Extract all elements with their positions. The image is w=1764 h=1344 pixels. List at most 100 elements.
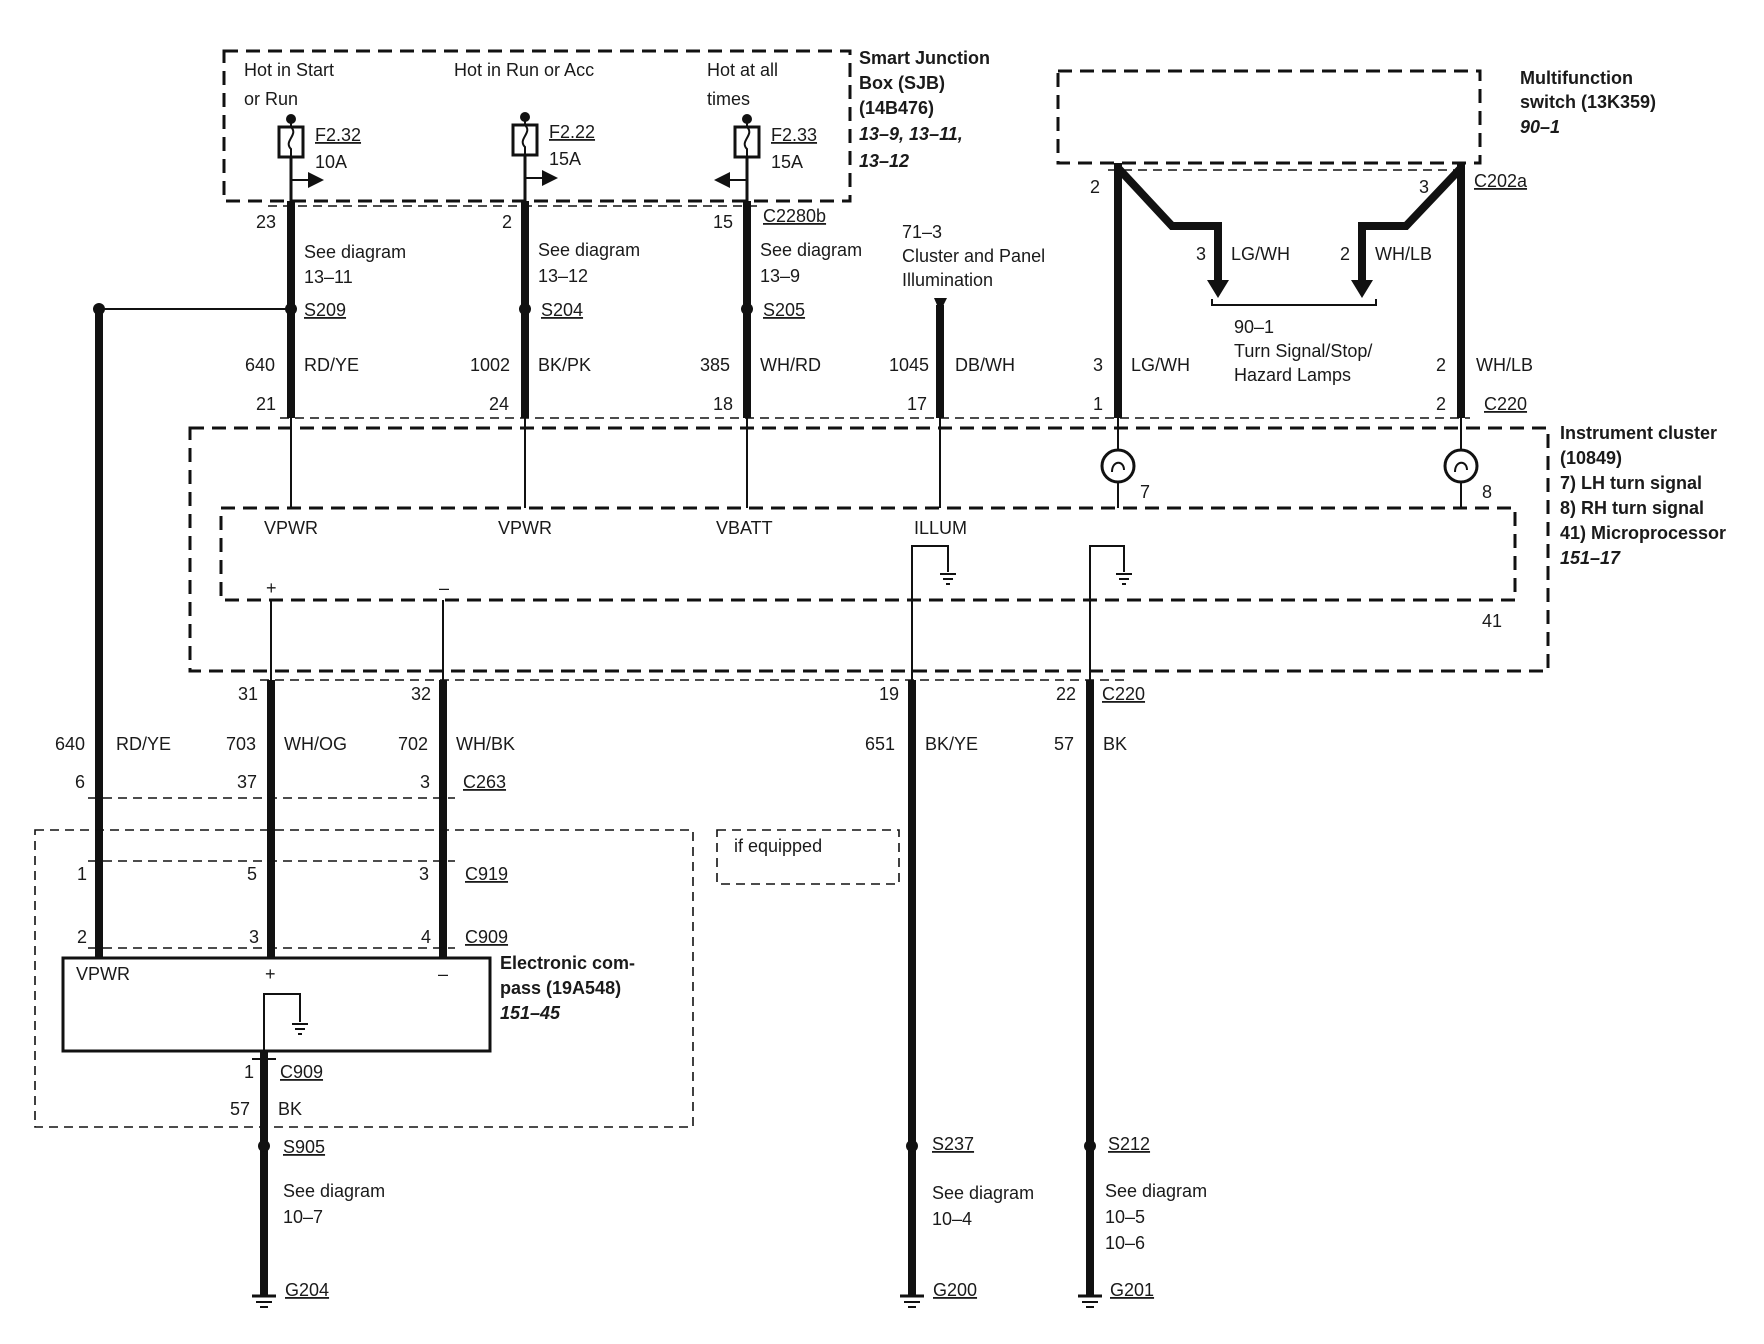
- ground-right-see-ref-2: 10–6: [1105, 1233, 1145, 1253]
- wire2-pin-top: 2: [502, 212, 512, 232]
- c919-pin-3: 3: [419, 864, 429, 884]
- c909-label: C909: [465, 927, 508, 947]
- upper-wire-3: 15 See diagram 13–9 S205 385 WH/RD 18: [700, 201, 862, 418]
- ground-right-see: See diagram: [1105, 1181, 1207, 1201]
- illum-circuit: 1045: [889, 355, 929, 375]
- rh-turn-wire: 2 WH/LB 2 WH/LB 2: [1340, 163, 1533, 418]
- c263-label: C263: [463, 772, 506, 792]
- illum-pin-bottom: 17: [907, 394, 927, 414]
- if-equipped-label: if equipped: [734, 836, 822, 856]
- compass-title-1: Electronic com-: [500, 953, 635, 973]
- wire3-pin-top: 15: [713, 212, 733, 232]
- illum-ref: 71–3: [902, 222, 942, 242]
- ground-mid: S237 See diagram 10–4 G200: [900, 1134, 1034, 1308]
- ground-icon: [1089, 545, 1132, 680]
- illum-label-2: Illumination: [902, 270, 993, 290]
- wire1-see: See diagram: [304, 242, 406, 262]
- wire2-splice: S204: [541, 300, 583, 320]
- wire1-pin-bottom: 21: [256, 394, 276, 414]
- rh-color: WH/LB: [1476, 355, 1533, 375]
- ground-right-ground: G201: [1110, 1280, 1154, 1300]
- sjb-title-1: Smart Junction: [859, 48, 990, 68]
- lh-turn-wire: 3 LG/WH 3 LG/WH 1: [1093, 163, 1290, 418]
- cluster-vbatt: VBATT: [716, 518, 773, 538]
- upper-wire-2: 2 See diagram 13–12 S204 1002 BK/PK 24: [470, 201, 640, 418]
- cluster-vpwr-1: VPWR: [264, 518, 318, 538]
- fuse-f2-32-amp: 10A: [315, 152, 347, 172]
- ground-right-splice: S212: [1108, 1134, 1150, 1154]
- ground-mid-splice: S237: [932, 1134, 974, 1154]
- c263-pin-2: 37: [237, 772, 257, 792]
- wire3-circuit: 385: [700, 355, 730, 375]
- mfs-title-2: switch (13K359): [1520, 92, 1656, 112]
- lower32-circuit: 702: [398, 734, 428, 754]
- fuse-f2-33-id: F2.33: [771, 125, 817, 145]
- ground-mid-ground: G200: [933, 1280, 977, 1300]
- compass-title-2: pass (19A548): [500, 978, 621, 998]
- fuse-f2-32-id: F2.32: [315, 125, 361, 145]
- wire1-circuit: 640: [245, 355, 275, 375]
- cluster-plus: +: [266, 578, 277, 598]
- ground-icon: [911, 545, 956, 680]
- ground-mid-see: See diagram: [932, 1183, 1034, 1203]
- rh-branch-pin: 2: [1340, 244, 1350, 264]
- c2280b-label: C2280b: [763, 206, 826, 226]
- wire1-pin-top: 23: [256, 212, 276, 232]
- lower31-pin: 31: [238, 684, 258, 704]
- ground-mid-see-ref: 10–4: [932, 1209, 972, 1229]
- wire3-color: WH/RD: [760, 355, 821, 375]
- wire2-see-ref: 13–12: [538, 266, 588, 286]
- compass-region: [34, 829, 694, 1128]
- lower31-color: WH/OG: [284, 734, 347, 754]
- compass-vpwr: VPWR: [76, 964, 130, 984]
- rh-pin-bottom: 2: [1436, 394, 1446, 414]
- sjb-refs-2: 13–12: [859, 151, 909, 171]
- mfs-pin-right: 3: [1419, 177, 1429, 197]
- compass-gnd-color: BK: [278, 1099, 302, 1119]
- sjb-hot2: Hot in Run or Acc: [454, 60, 594, 80]
- sjb-hot1-line1: Hot in Start: [244, 60, 334, 80]
- upper-wire-1: 23 See diagram 13–11 S209 640 RD/YE 21: [245, 201, 406, 418]
- lower32-pin: 32: [411, 684, 431, 704]
- lh-circuit: 3: [1093, 355, 1103, 375]
- lh-color: LG/WH: [1131, 355, 1190, 375]
- lh-branch-pin: 3: [1196, 244, 1206, 264]
- compass-gnd-ground: G204: [285, 1280, 329, 1300]
- cluster-title-1: Instrument cluster: [1560, 423, 1717, 443]
- c263-pin-3: 3: [420, 772, 430, 792]
- compass-gnd-see: See diagram: [283, 1181, 385, 1201]
- compass-gnd-circuit: 57: [230, 1099, 250, 1119]
- compass-ground-wire: 1 C909 57 BK S905 See diagram 10–7 G204: [230, 1051, 385, 1308]
- lower22-circuit: 57: [1054, 734, 1074, 754]
- wire2-see: See diagram: [538, 240, 640, 260]
- compass-ref: 151–45: [500, 1003, 561, 1023]
- rh-circuit: 2: [1436, 355, 1446, 375]
- c909-pin-3: 4: [421, 927, 431, 947]
- mfs-title-1: Multifunction: [1520, 68, 1633, 88]
- sjb-hot1-line2: or Run: [244, 89, 298, 109]
- compass-gnd-connector: C909: [280, 1062, 323, 1082]
- upper-wire-illum: 71–3 Cluster and Panel Illumination 1045…: [889, 222, 1045, 418]
- fuse-f2-22-id: F2.22: [549, 122, 595, 142]
- turn-signal-ref: 90–1: [1234, 317, 1274, 337]
- lh-pin-bottom: 1: [1093, 394, 1103, 414]
- wire3-pin-bottom: 18: [713, 394, 733, 414]
- rh-lamp-pin: 8: [1482, 482, 1492, 502]
- compass-plus: +: [265, 964, 276, 984]
- turn-signal-bracket: [1211, 299, 1377, 306]
- left-circuit: 640: [55, 734, 85, 754]
- compass-gnd-splice: S905: [283, 1137, 325, 1157]
- micro-pin: 41: [1482, 611, 1502, 631]
- cluster-item-8: 8) RH turn signal: [1560, 498, 1704, 518]
- lower19-pin: 19: [879, 684, 899, 704]
- turn-signal-label-2: Hazard Lamps: [1234, 365, 1351, 385]
- c263-pin-1: 6: [75, 772, 85, 792]
- lower22-color: BK: [1103, 734, 1127, 754]
- cluster-minus: –: [439, 578, 449, 598]
- c909-pin-2: 3: [249, 927, 259, 947]
- sjb-title-3: (14B476): [859, 98, 934, 118]
- lower-wire-31: 31 703 WH/OG: [226, 680, 347, 948]
- compass-box: [61, 956, 492, 1053]
- c202a-label: C202a: [1474, 171, 1528, 191]
